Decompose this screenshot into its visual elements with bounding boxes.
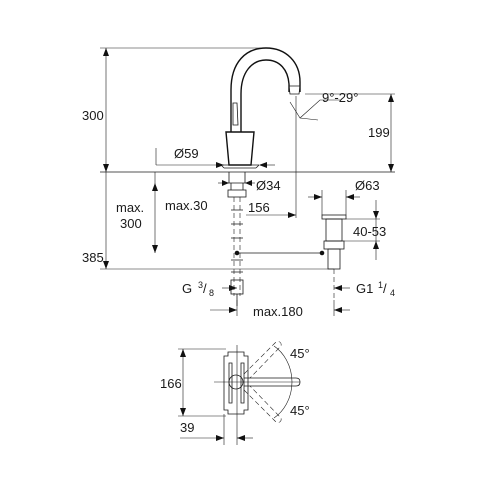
dim-max300-line2: 300	[120, 216, 142, 231]
svg-text:/: /	[203, 281, 207, 296]
svg-text:G1: G1	[356, 281, 373, 296]
dim-spout-height: 199	[368, 125, 390, 140]
dim-max300-line1: max.	[116, 200, 144, 215]
svg-text:3: 3	[198, 280, 203, 290]
svg-text:G: G	[182, 281, 192, 296]
dim-thread-g114: G1 1 / 4	[356, 280, 395, 298]
faucet-side-view	[220, 47, 301, 169]
plan-dimension-lines	[178, 348, 253, 445]
svg-text:1: 1	[378, 280, 383, 290]
dim-height-total: 300	[82, 108, 104, 123]
dim-plan-166: 166	[160, 376, 182, 391]
drain-assembly	[321, 214, 347, 300]
dim-max-180: max.180	[253, 304, 303, 319]
dim-angle-top: 45°	[290, 346, 310, 361]
dim-angle-spout: 9°-29°	[322, 90, 358, 105]
dim-depth-385: 385	[82, 250, 104, 265]
dim-diameter-shank: Ø34	[256, 178, 281, 193]
faucet-plan-view	[214, 341, 301, 430]
dim-thread-g38: G 3 / 8	[182, 280, 214, 298]
dim-angle-bottom: 45°	[290, 403, 310, 418]
dimension-lines	[100, 47, 395, 316]
dim-drain-range: 40-53	[353, 224, 386, 239]
dim-plan-39: 39	[180, 420, 194, 435]
svg-text:8: 8	[209, 288, 214, 298]
dim-max30: max.30	[165, 198, 208, 213]
svg-text:/: /	[383, 281, 387, 296]
dim-diameter-base: Ø59	[174, 146, 199, 161]
dim-reach: 156	[248, 200, 270, 215]
dim-diameter-drain: Ø63	[355, 178, 380, 193]
svg-text:4: 4	[390, 288, 395, 298]
